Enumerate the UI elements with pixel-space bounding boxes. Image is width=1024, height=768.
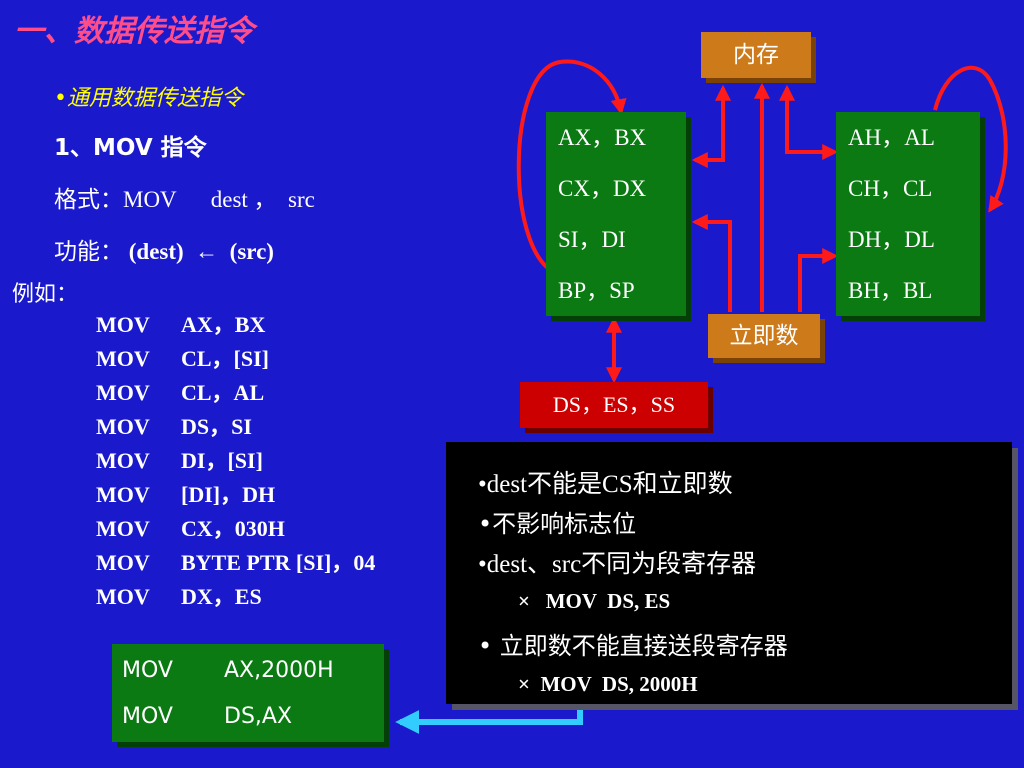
format-label: 格式：	[54, 187, 123, 213]
reg16-box: AX，BX CX，DX SI，DI BP，SP	[546, 112, 686, 316]
memory-box: 内存	[701, 32, 811, 78]
reg16-pair: AX，BX	[558, 125, 647, 150]
reg16-pair: CX，DX	[558, 176, 647, 201]
immediate-box: 立即数	[708, 314, 820, 358]
function-label: 功能：	[54, 239, 123, 265]
reg8-pair: BH，BL	[848, 278, 933, 303]
example-line: MOV[DI]，DH	[96, 482, 276, 507]
reg8-pair: DH，DL	[848, 227, 935, 252]
note-rule-4: • 立即数不能直接送段寄存器	[478, 632, 788, 660]
reg16-pair: BP，SP	[558, 278, 635, 303]
segment-register-box: DS，ES，SS	[520, 382, 708, 428]
format-value: MOV dest ， src	[123, 187, 315, 212]
rules-note-box: •dest不能是CS和立即数 •不影响标志位 •dest、src不同为段寄存器 …	[446, 442, 1012, 704]
reg8-pair: AH，AL	[848, 125, 935, 150]
format-line: 格式：MOV dest ， src	[54, 180, 315, 214]
reg8-box: AH，AL CH，CL DH，DL BH，BL	[836, 112, 980, 316]
reg16-pair: SI，DI	[558, 227, 626, 252]
note-to-code-arrow	[395, 700, 583, 734]
note-rule-3-example: × MOV DS, ES	[518, 589, 671, 613]
function-value: (dest) ← (src)	[128, 239, 274, 264]
note-rule-3: •dest、src不同为段寄存器	[478, 551, 757, 578]
memory-reg16-arrow	[691, 84, 731, 168]
immediate-reg16-arrow	[691, 214, 732, 312]
section-subtitle: •通用数据传送指令	[54, 86, 243, 111]
immediate-reg8-arrow	[798, 248, 839, 312]
page-title: 一、数据传送指令	[14, 14, 254, 49]
note-rule-1: •dest不能是CS和立即数	[478, 471, 733, 498]
memory-reg8-arrow	[779, 84, 839, 160]
example-label: 例如：	[12, 282, 79, 307]
note-rule-4-example: × MOV DS, 2000H	[518, 672, 698, 696]
reg16-self-loop-arrow	[516, 59, 627, 276]
mov-heading: 1、MOV 指令	[54, 135, 207, 161]
reg8-pair: CH，CL	[848, 176, 933, 201]
note-rule-2: •不影响标志位	[478, 510, 637, 538]
function-line: 功能： (dest) ← (src)	[54, 232, 274, 266]
reg8-self-loop-arrow	[933, 65, 1008, 213]
